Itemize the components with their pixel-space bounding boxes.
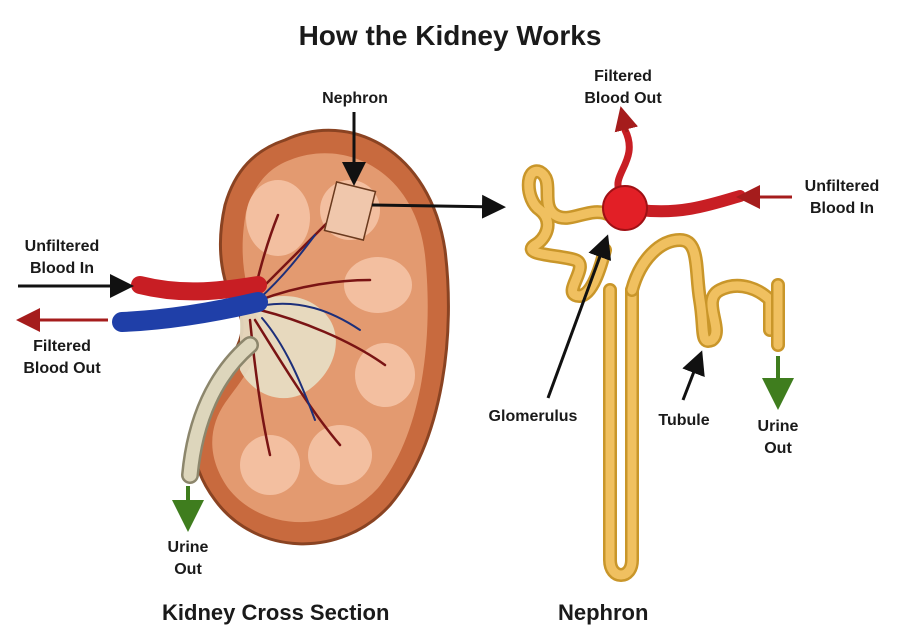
tubule-label: Tubule <box>658 412 710 429</box>
to-nephron-arrow <box>371 194 506 219</box>
renal-pyramid <box>308 425 372 485</box>
efferent-arteriole <box>614 126 633 196</box>
nephron-caption: Nephron <box>558 600 649 625</box>
nephron-box-label: Nephron <box>322 90 388 107</box>
renal-pyramid <box>355 343 415 407</box>
glomerulus <box>602 185 648 231</box>
nephron-structure <box>521 126 785 582</box>
kidney-cross-section <box>112 128 450 546</box>
nephron-highlight-box <box>323 180 377 242</box>
renal-artery <box>131 276 267 301</box>
renal-vein <box>112 292 268 332</box>
nephron-filtered-out-arrow <box>614 106 639 133</box>
renal-pyramid <box>240 435 300 495</box>
diagram-title: How the Kidney Works <box>298 20 602 51</box>
renal-pyramid <box>344 257 412 313</box>
glomerulus-pointer-arrow <box>546 234 612 399</box>
ureter-inner <box>183 338 257 482</box>
tubule-pointer-arrow <box>681 350 705 401</box>
nephron-tubule <box>521 164 785 582</box>
kidney-caption: Kidney Cross Section <box>162 600 390 625</box>
glomerulus-label: Glomerulus <box>488 408 578 425</box>
afferent-arteriole <box>634 190 746 218</box>
